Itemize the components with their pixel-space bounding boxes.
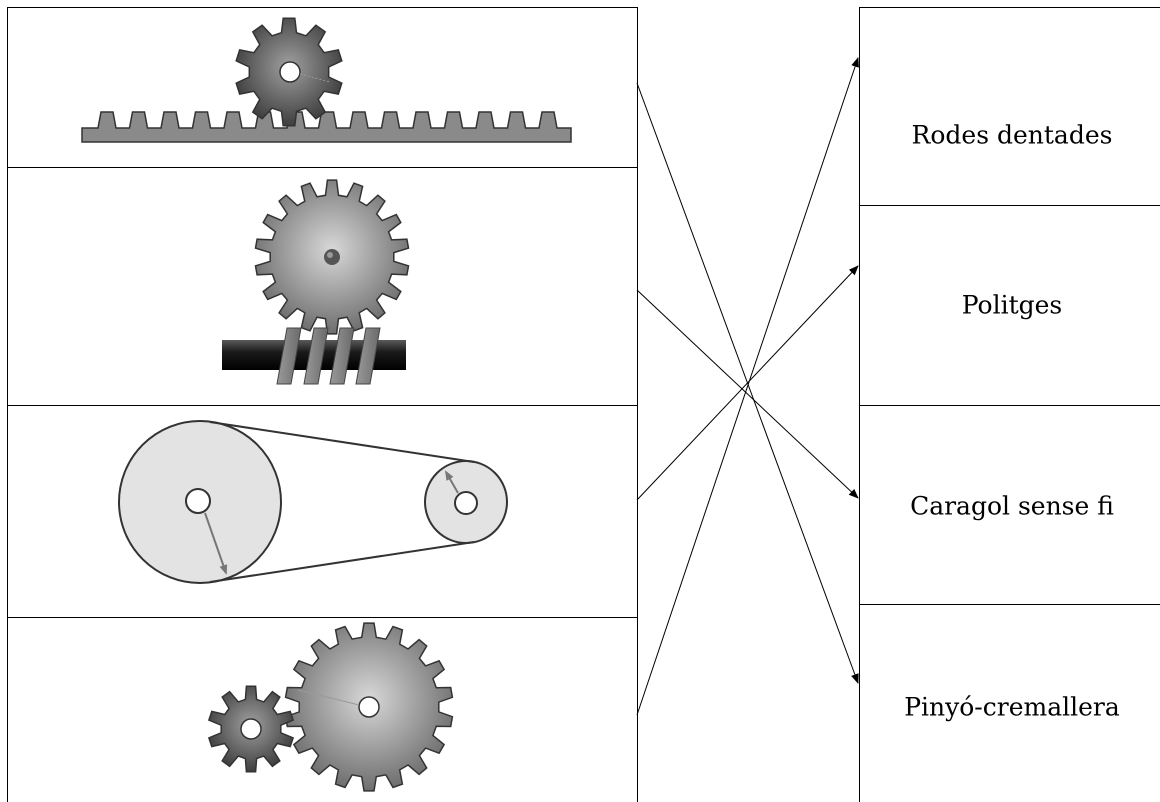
worm-thread <box>303 327 329 385</box>
connector-worm-to-caragol <box>636 289 859 499</box>
label-rodes-dentades: Rodes dentades <box>912 121 1113 150</box>
connector-arrows <box>636 57 859 716</box>
worm-thread <box>276 327 302 385</box>
connector-pulley-to-politges <box>636 265 859 501</box>
box-pulleys <box>7 405 638 618</box>
pinion-gear <box>235 17 343 127</box>
label-box-2 <box>859 205 1160 406</box>
label-box-1 <box>859 7 1160 206</box>
right-column: Rodes dentades Politges Caragol sense fi… <box>859 7 1160 802</box>
label-box-4 <box>859 604 1160 802</box>
label-caragol-sense-fi: Caragol sense fi <box>910 492 1114 521</box>
label-pinyo-cremallera: Pinyó-cremallera <box>904 693 1120 722</box>
worm-thread <box>355 327 381 385</box>
worm-thread <box>329 327 355 385</box>
pulley-belt-icon <box>118 420 508 584</box>
gear-pair-icon <box>207 622 454 792</box>
connector-gears-to-rodes <box>636 57 859 716</box>
label-box-3 <box>859 405 1160 605</box>
rack-and-pinion-icon <box>81 17 572 143</box>
label-politges: Politges <box>962 291 1063 320</box>
worm-gear-icon <box>222 179 410 385</box>
